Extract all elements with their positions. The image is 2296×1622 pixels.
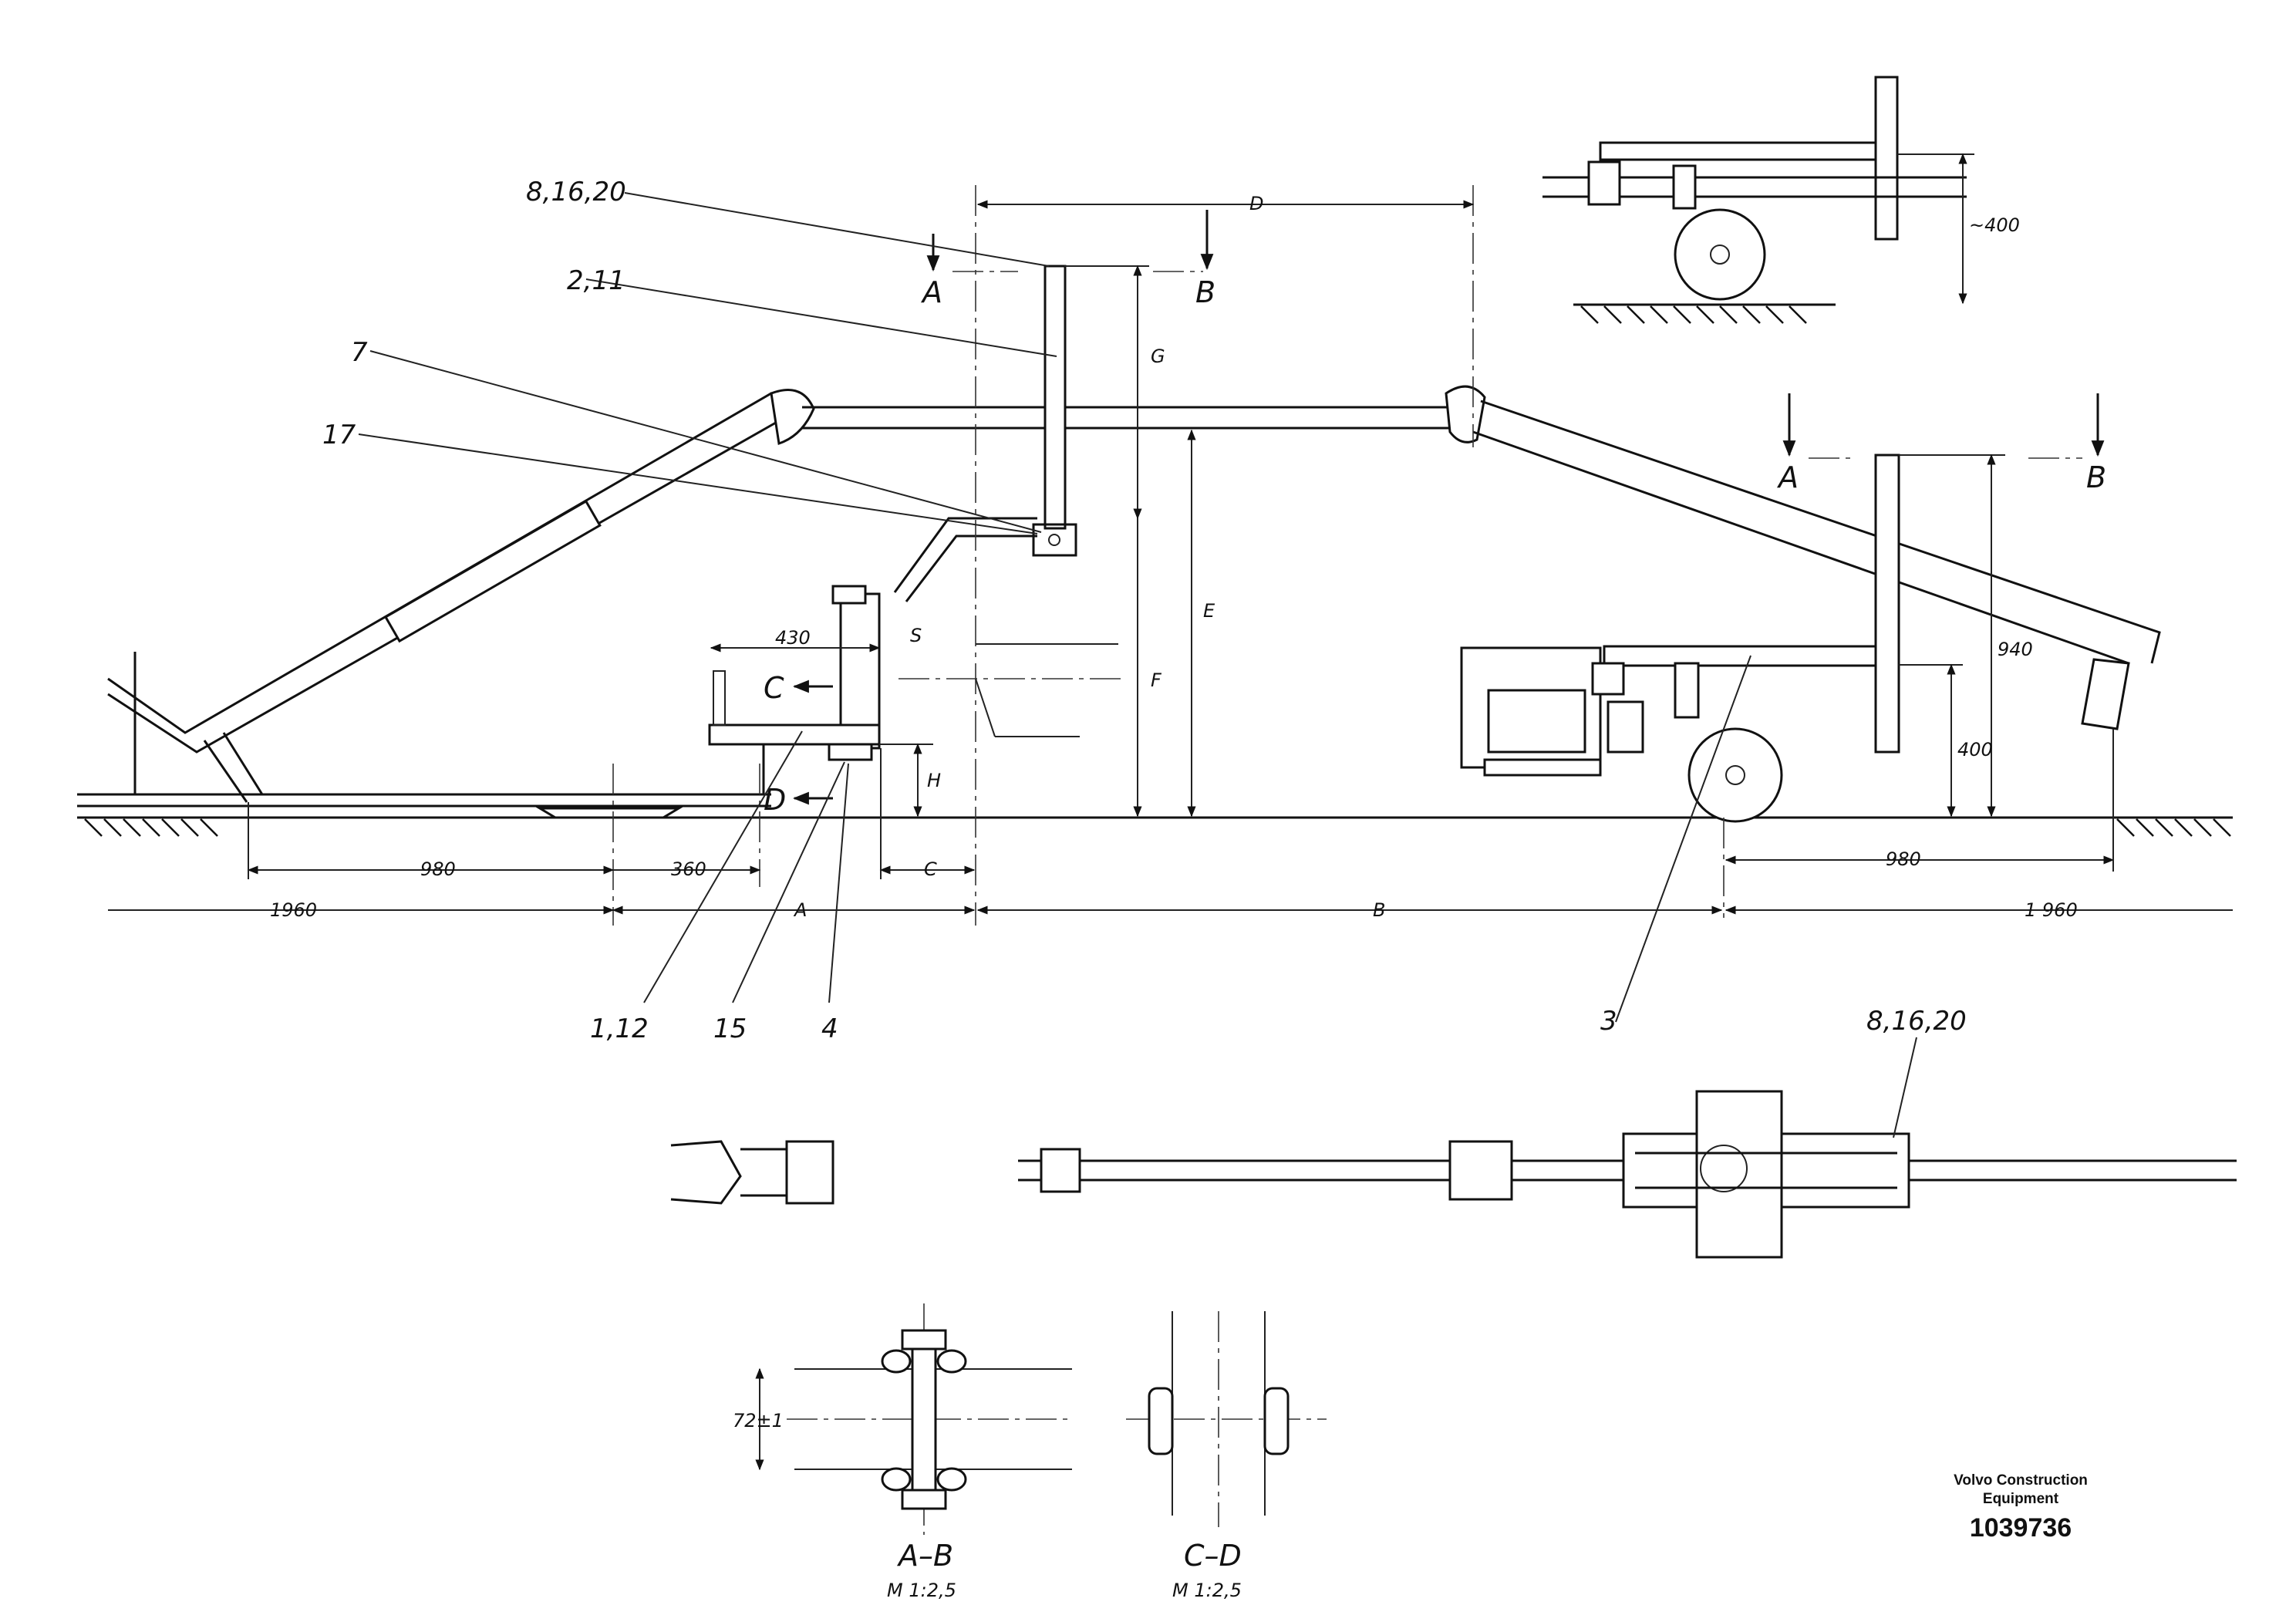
dim-430: 430 [775,627,811,649]
top-detail-view: ~400 [1542,76,2020,324]
dim-c: C [924,858,937,880]
dim-360: 360 [671,858,706,880]
brand-name-line2: Equipment [1982,1491,2059,1507]
ref-15: 15 [713,1013,747,1044]
reference-leaders [358,192,1752,1023]
document-number: 1039736 [1969,1513,2072,1543]
section-cd-scale: M 1:2,5 [1172,1580,1242,1601]
section-ab-title: A–B [896,1539,953,1573]
dim-940: 940 [1998,639,2033,660]
dim-f: F [1151,669,1162,691]
right-cart [1460,454,1900,823]
dim-e: E [1203,600,1215,622]
dim-s: S [910,625,922,646]
bracket-arm [893,517,1037,602]
ref-2-11: 2,11 [567,265,625,296]
dim-400-top: ~400 [1969,214,2020,236]
dim-72: 72±1 [733,1410,784,1431]
dim-1960-left: 1960 [270,899,317,921]
ref-3: 3 [1600,1006,1617,1037]
dim-g: G [1151,346,1165,367]
section-a-marker-right: A [1776,460,1799,494]
right-arm [1472,400,2161,730]
dim-1960-right: 1 960 [2025,899,2078,921]
section-c-marker: C [764,671,784,705]
ground-hatch-left [77,816,224,837]
ref-1-12: 1,12 [590,1013,649,1044]
dim-d: D [1249,193,1263,214]
section-b-marker-left: B [1195,275,1215,309]
vertical-post [1032,265,1077,557]
ground-hatch-right [2116,818,2231,837]
top-beam [802,385,1486,443]
ref-17: 17 [322,420,356,450]
title-block: Volvo Construction Equipment 1039736 [1905,1472,2136,1543]
section-d-marker: D [764,783,786,817]
dim-a: A [793,899,807,921]
dim-980-left: 980 [420,858,456,880]
dim-b: B [1373,899,1385,921]
ref-8-16-20-top: 8,16,20 [526,177,626,207]
dim-980-right: 980 [1886,848,1921,870]
center-lines [612,185,1725,926]
left-arm [107,389,815,803]
support-column [708,585,881,794]
brand-name-line1: Volvo Construction [1954,1472,2088,1489]
ref-7: 7 [351,337,368,368]
lower-left-beam [77,652,771,819]
section-b-marker-right: B [2086,460,2106,494]
section-cd: C–D M 1:2,5 [1126,1311,1327,1601]
section-a-marker-left: A [920,275,942,309]
dim-400-right: 400 [1957,739,1993,760]
plan-view: 8,16,20 [670,1006,2237,1259]
section-cd-title: C–D [1184,1539,1242,1573]
dim-h: H [927,770,941,791]
ref-8-16-20-plan: 8,16,20 [1866,1006,1967,1037]
section-ab: 72±1 A–B M 1:2,5 [733,1303,1072,1601]
section-ab-scale: M 1:2,5 [887,1580,956,1601]
side-view: D G F E 430 S H C D C 980 360 [77,177,2233,1044]
ref-4: 4 [821,1013,838,1044]
